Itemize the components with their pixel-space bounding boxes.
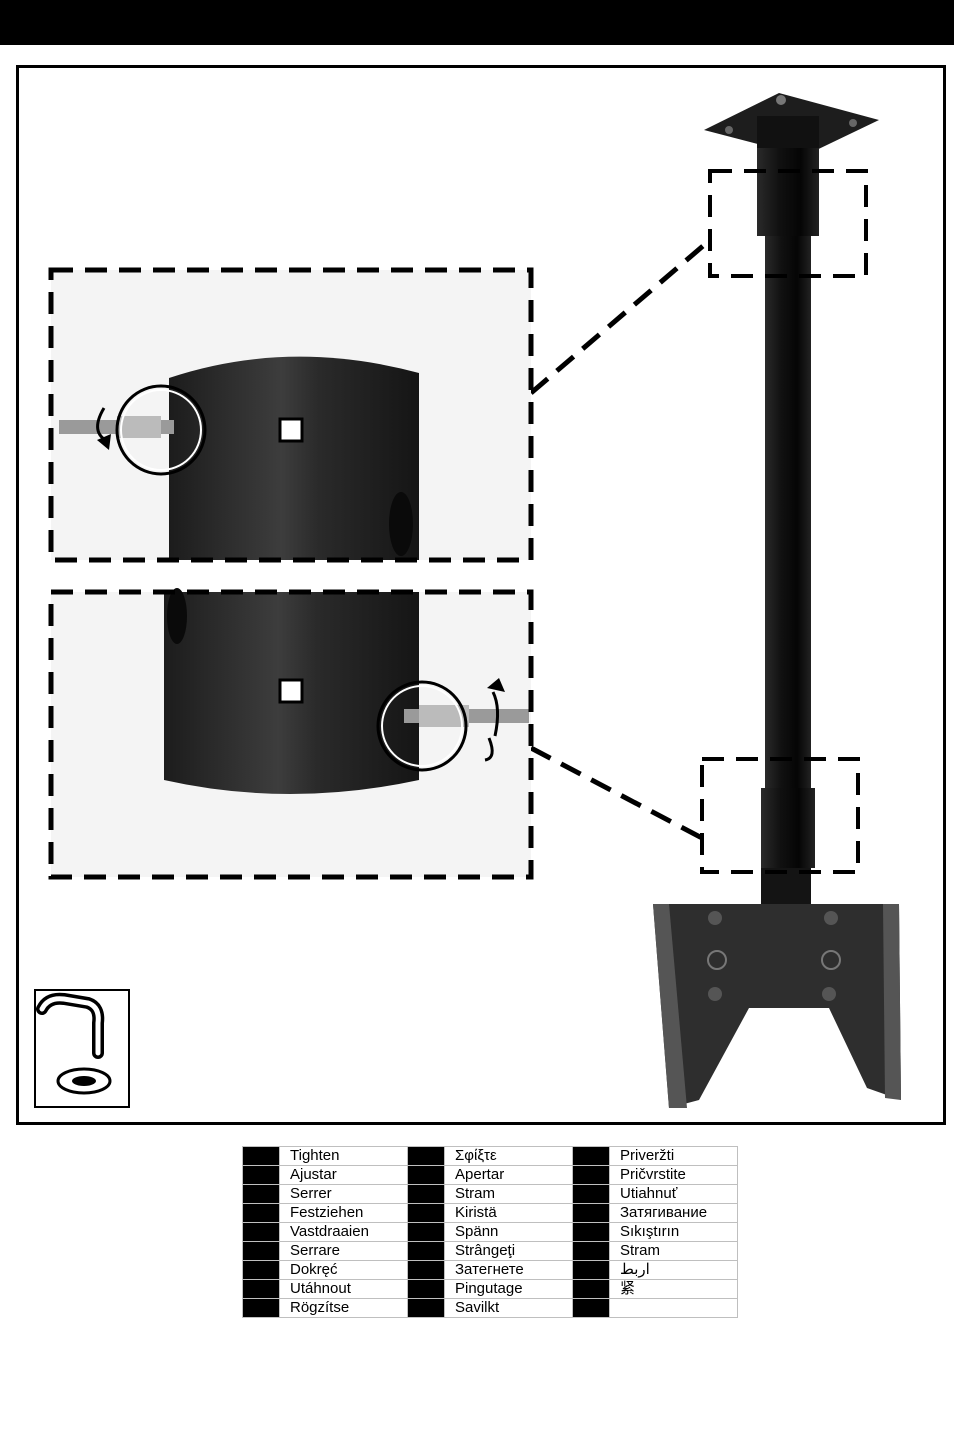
table-row: Serrer Stram Utiahnuť bbox=[242, 1184, 738, 1204]
tilt-bracket bbox=[653, 868, 901, 1108]
pole bbox=[765, 236, 811, 796]
ceiling-mount-illustration bbox=[48, 93, 901, 1108]
rotation-arrow-icon bbox=[484, 691, 500, 762]
table-row: Dokręć Затегнете اربط bbox=[242, 1260, 738, 1280]
upper-collar bbox=[757, 148, 819, 236]
callout-square bbox=[278, 678, 304, 704]
lower-collar bbox=[761, 788, 815, 868]
upper-zoom-frame bbox=[48, 267, 534, 563]
translation-table: Tighten Σφίξτε Priveržti Ajustar Apertar… bbox=[242, 1146, 738, 1318]
callout-square bbox=[278, 417, 304, 443]
table-row: Vastdraaien Spänn Sıkıştırın bbox=[242, 1222, 738, 1242]
table-row: Ajustar Apertar Pričvrstite bbox=[242, 1165, 738, 1185]
header-bar bbox=[0, 0, 954, 45]
table-row: Serrare Strângeţi Stram bbox=[242, 1241, 738, 1261]
assembly-figure bbox=[16, 65, 946, 1125]
table-row: Rögzítse Savilkt bbox=[242, 1298, 738, 1318]
lower-zoom-detail bbox=[51, 588, 531, 877]
tool-box bbox=[34, 989, 130, 1108]
lower-leader-line bbox=[529, 745, 704, 841]
table-row: Festziehen Kiristä Затягивание bbox=[242, 1203, 738, 1223]
hex-key-icon bbox=[36, 992, 112, 1095]
table-row: Tighten Σφίξτε Priveržti bbox=[242, 1146, 738, 1166]
ceiling-plate bbox=[704, 93, 879, 156]
upper-leader-line bbox=[529, 238, 712, 395]
lower-zoom-frame bbox=[48, 589, 534, 880]
upper-zoom-detail bbox=[51, 270, 531, 560]
lower-detail-marker bbox=[700, 757, 860, 874]
table-row: Utáhnout Pingutage 紧 bbox=[242, 1279, 738, 1299]
upper-detail-marker bbox=[708, 169, 868, 278]
